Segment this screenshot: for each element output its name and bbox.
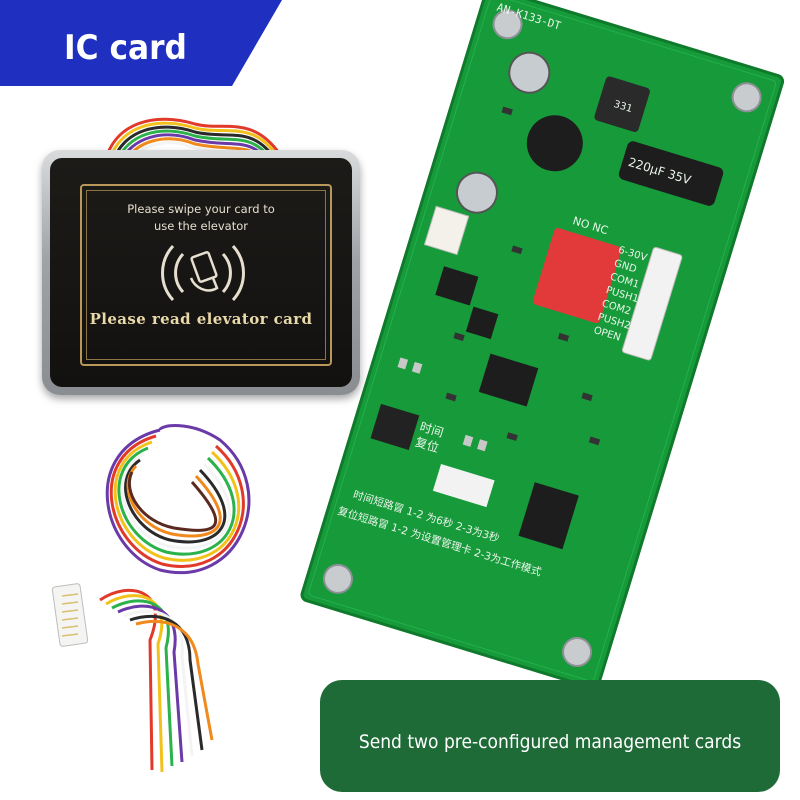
reader-instruction: Please swipe your card to use the elevat…	[127, 202, 275, 233]
contactless-icon	[161, 244, 245, 302]
card-reader: Please swipe your card to use the elevat…	[42, 150, 360, 395]
reader-frame	[80, 184, 332, 366]
reader-face: Please swipe your card to use the elevat…	[50, 158, 352, 387]
jumper-label-reset: 复位	[413, 434, 440, 455]
jumper-label-time: 时间	[418, 420, 445, 440]
page-title: IC card	[64, 28, 187, 68]
caption-banner: Send two pre-configured management cards	[320, 680, 780, 792]
caption-text: Send two pre-configured management cards	[358, 731, 742, 753]
controller-board: AN-K133-DT 331 220μF 35V NO NC 6-30V GND…	[300, 0, 800, 690]
title-ribbon: IC card	[0, 0, 300, 100]
reader-label: Please read elevator card	[89, 310, 313, 328]
wire-harness	[51, 424, 251, 773]
inductor-label: 331	[612, 99, 633, 115]
